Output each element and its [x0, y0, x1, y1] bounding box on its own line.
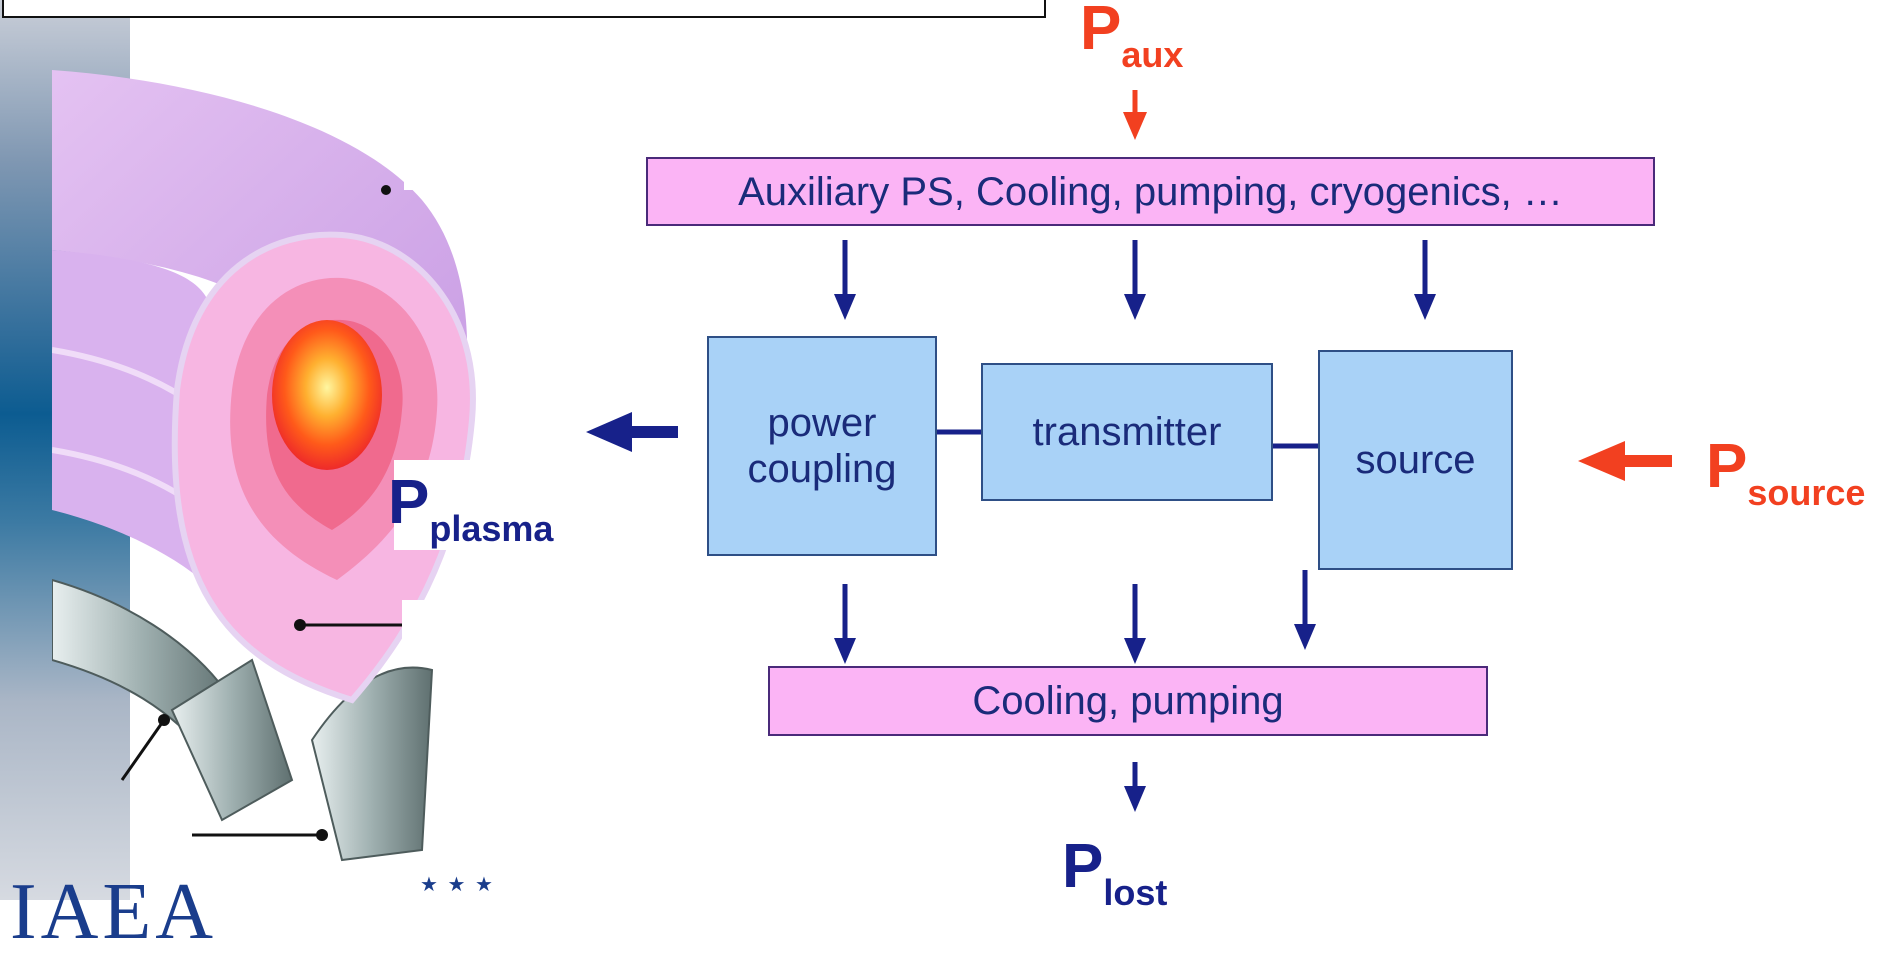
arrow-coupling-to-cooling	[834, 584, 856, 664]
arrow-aux-to-coupling	[834, 240, 856, 320]
logo-wordmark: IAEA	[10, 868, 218, 956]
caption-box	[2, 0, 1046, 18]
arrow-cooling-to-lost	[1124, 762, 1146, 812]
cooling-pumping-box: Cooling, pumping	[768, 666, 1488, 736]
transmitter-label: transmitter	[1032, 410, 1222, 454]
power-coupling-label: power coupling	[747, 401, 897, 491]
arrow-source-to-cooling	[1294, 570, 1316, 650]
vessel-inner	[52, 250, 212, 580]
arrow-aux-down	[1123, 90, 1147, 140]
p-plasma-label: Pplasma	[388, 468, 554, 549]
logo-stars: ★ ★ ★	[420, 874, 495, 896]
arrow-transmitter-to-cooling	[1124, 584, 1146, 664]
cooling-pumping-label: Cooling, pumping	[972, 679, 1284, 723]
tokamak-illustration	[52, 70, 592, 862]
auxiliary-systems-box: Auxiliary PS, Cooling, pumping, cryogeni…	[646, 157, 1655, 226]
plasma-core	[272, 320, 382, 470]
source-box: source	[1318, 350, 1513, 570]
auxiliary-systems-label: Auxiliary PS, Cooling, pumping, cryogeni…	[738, 169, 1563, 214]
transmitter-box: transmitter	[981, 363, 1273, 501]
coil-block-1	[170, 658, 294, 822]
p-source-label: Psource	[1706, 432, 1866, 513]
p-aux-label: Paux	[1080, 0, 1184, 75]
arrow-aux-to-source	[1414, 240, 1436, 320]
coil-block-2	[310, 666, 434, 862]
p-lost-label: Plost	[1062, 832, 1168, 913]
arrow-source-in	[1578, 441, 1672, 481]
arrow-to-plasma	[586, 412, 678, 452]
power-coupling-box: power coupling	[707, 336, 937, 556]
source-label: source	[1355, 438, 1476, 482]
arrow-aux-to-transmitter	[1124, 240, 1146, 320]
